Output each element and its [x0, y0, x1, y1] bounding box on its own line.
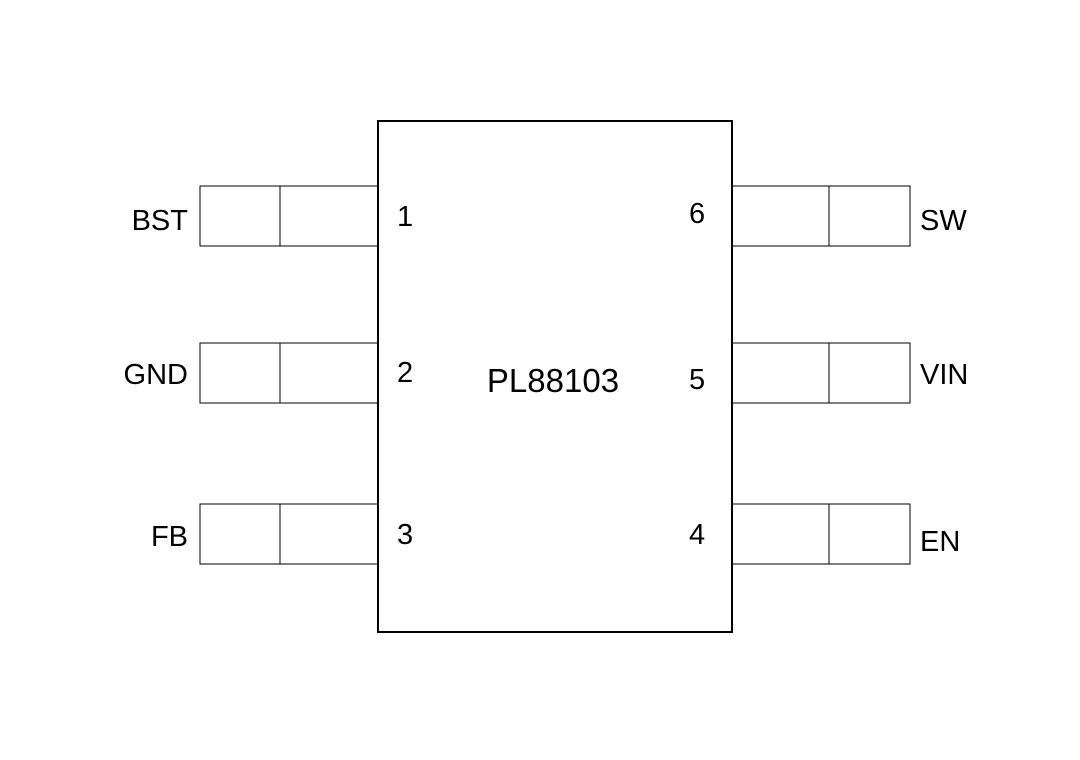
pin-4-number: 4 [689, 519, 705, 551]
pin-1-number: 1 [397, 201, 413, 233]
pin-4-outer-segment [828, 503, 911, 565]
pin-6-inner-segment [731, 185, 830, 247]
pin-5-number: 5 [689, 364, 705, 396]
pin-6: SW [731, 185, 967, 247]
part-name: PL88103 [487, 362, 619, 399]
pin-4: EN [731, 503, 960, 565]
pin-5-name: VIN [920, 359, 968, 391]
pin-3-name: FB [151, 521, 188, 553]
pin-2-number: 2 [397, 357, 413, 389]
pin-4-name: EN [920, 526, 960, 558]
pin-3-outer-segment [199, 503, 281, 565]
pin-2: GND [124, 342, 379, 404]
pin-4-inner-segment [731, 503, 830, 565]
pin-1-outer-segment [199, 185, 281, 247]
chip-body [377, 120, 733, 633]
pin-5-inner-segment [731, 342, 830, 404]
pin-5-outer-segment [828, 342, 911, 404]
pin-3: FB [151, 503, 379, 565]
pin-3-number: 3 [397, 519, 413, 551]
pin-1-inner-segment [279, 185, 379, 247]
pin-3-inner-segment [279, 503, 379, 565]
pin-6-number: 6 [689, 198, 705, 230]
pin-5: VIN [731, 342, 968, 404]
pin-6-name: SW [920, 205, 967, 237]
pin-2-inner-segment [279, 342, 379, 404]
pin-1: BST [132, 185, 379, 247]
pin-1-name: BST [132, 205, 189, 237]
pin-2-outer-segment [199, 342, 281, 404]
pin-2-name: GND [124, 359, 188, 391]
pin-6-outer-segment [828, 185, 911, 247]
